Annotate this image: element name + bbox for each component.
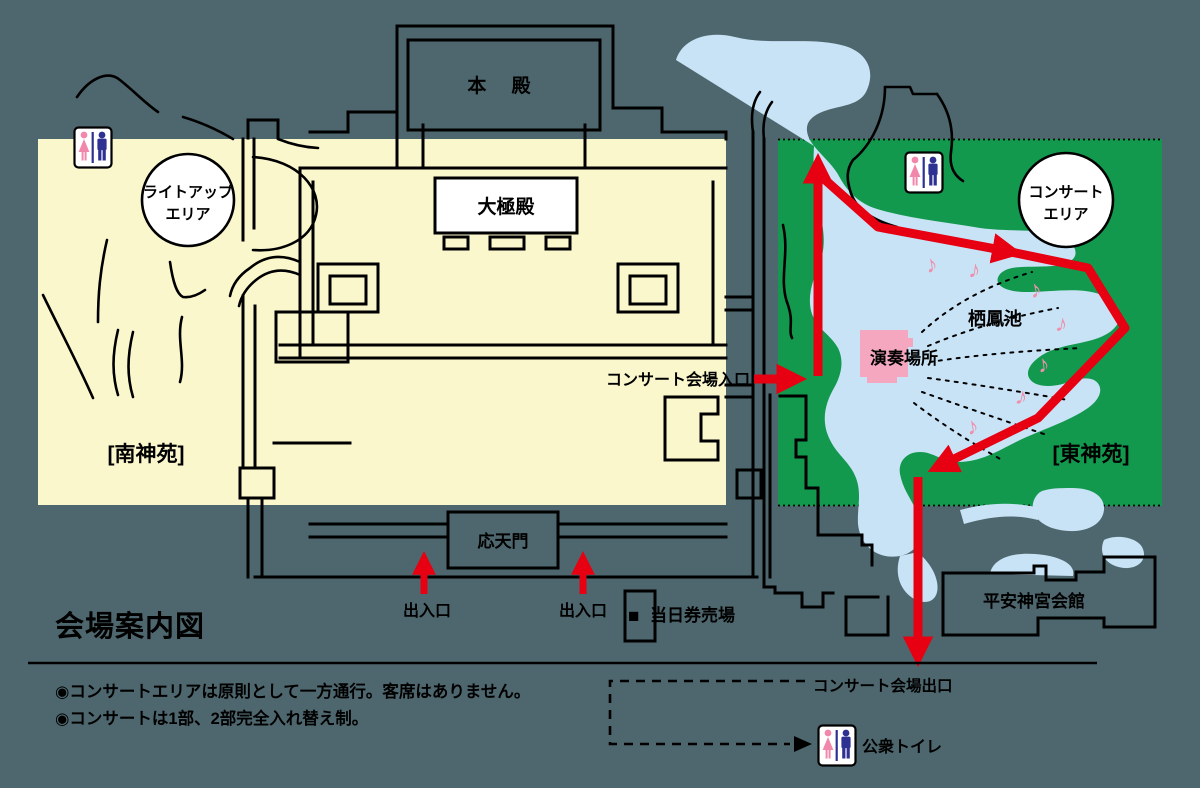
concert-route bbox=[412, 153, 1130, 667]
d-curve-path bbox=[251, 155, 319, 252]
kaikan-building-outline bbox=[941, 555, 1157, 637]
west-hall-building bbox=[274, 310, 350, 364]
street-small-building bbox=[735, 468, 763, 500]
pond-north-line bbox=[883, 85, 939, 96]
concert-area-label-1: コンサート bbox=[1028, 184, 1103, 201]
note-line-2: ◉コンサートは1部、2部完全入れ替え制。 bbox=[55, 708, 368, 728]
northwest-tree-curve-1 bbox=[75, 74, 160, 114]
toilet-icon-eastgarden bbox=[904, 151, 944, 194]
east-tower-inner bbox=[628, 274, 668, 306]
note-line-1: ◉コンサートエリアは原則として一方通行。客席はありません。 bbox=[55, 681, 530, 701]
ticket-office-building bbox=[623, 589, 657, 643]
garden-stream-4 bbox=[168, 260, 207, 299]
courtyard-south-walls bbox=[278, 343, 728, 360]
toilet-dashed-path bbox=[608, 679, 812, 752]
stage-label: 演奏場所 bbox=[870, 348, 938, 368]
northwest-tree-curve-2 bbox=[181, 115, 235, 141]
kaikan-label: 平安神宮会館 bbox=[983, 591, 1085, 611]
platform-1 bbox=[442, 235, 470, 251]
curved-double-path bbox=[228, 255, 302, 308]
honden-outer-wall bbox=[395, 24, 615, 170]
daigokuden-box bbox=[433, 176, 579, 235]
route-east-leg bbox=[927, 246, 1130, 473]
honden-corridor-stubs bbox=[421, 123, 587, 170]
lightup-area-label-2: エリア bbox=[165, 206, 210, 223]
music-note-icon: ♪ bbox=[964, 412, 981, 441]
west-tower-inner bbox=[328, 274, 368, 306]
concert-entrance-label: コンサート会場入口 bbox=[606, 370, 750, 389]
music-note-icon: ♪ bbox=[1036, 351, 1052, 379]
gate-label-right: 出入口 bbox=[559, 601, 607, 620]
otenmon-box bbox=[446, 510, 560, 570]
concert-area-circle bbox=[1017, 151, 1115, 249]
shrine-structures bbox=[41, 24, 1157, 643]
honden-east-steps bbox=[611, 106, 728, 141]
music-note-icon: ♪ bbox=[967, 256, 983, 284]
route-northeast-leg bbox=[811, 166, 1023, 264]
music-note-icon: ♪ bbox=[923, 250, 940, 279]
music-note-icon: ♪ bbox=[1053, 310, 1070, 339]
pond-label: 栖鳳池 bbox=[968, 308, 1022, 329]
east-stepped-path-3 bbox=[773, 591, 835, 609]
honden-west-steps bbox=[308, 110, 399, 134]
music-note-icon: ♪ bbox=[1027, 275, 1044, 304]
performance-stage-box bbox=[860, 330, 913, 383]
music-note-icon: ♪ bbox=[1013, 383, 1030, 412]
east-corner-building bbox=[663, 395, 720, 462]
toilet-icon-public bbox=[817, 724, 857, 767]
daigokuden-label: 大極殿 bbox=[477, 195, 535, 218]
music-notes: ♪ ♪ ♪ ♪ ♪ ♪ ♪ bbox=[923, 250, 1070, 441]
public-toilet-label: 公衆トイレ bbox=[862, 737, 942, 756]
east-tower-outer bbox=[616, 262, 680, 314]
ticket-office-label: 当日券売場 bbox=[650, 605, 735, 625]
lightup-area-circle bbox=[140, 152, 236, 248]
street-cross-ties bbox=[724, 295, 755, 399]
sound-fan-dashes bbox=[913, 271, 1083, 461]
otenmon-label: 応天門 bbox=[478, 531, 529, 551]
east-stepped-path-1 bbox=[778, 394, 874, 567]
lightup-area-label-1: ライトアップ bbox=[143, 184, 234, 201]
map-title: 会場案内図 bbox=[55, 609, 205, 643]
toilet-icon-southgarden bbox=[73, 126, 113, 169]
platform-3 bbox=[544, 235, 572, 251]
pond-northeast-curve bbox=[935, 92, 965, 183]
honden-box bbox=[406, 38, 602, 132]
pond-shape bbox=[676, 34, 1144, 602]
east-street-lines bbox=[751, 130, 777, 595]
garden-stream-2 bbox=[96, 238, 109, 324]
southwest-building bbox=[238, 466, 276, 500]
east-garden-label: [東神苑] bbox=[1053, 442, 1130, 466]
pond-west-tree-curve bbox=[781, 223, 794, 340]
gate-label-left: 出入口 bbox=[403, 601, 451, 620]
northwest-corridor bbox=[241, 137, 256, 242]
garden-stream-5 bbox=[178, 315, 184, 384]
south-corridor-walls bbox=[308, 522, 728, 539]
north-edge-curve bbox=[276, 137, 320, 150]
platform-2 bbox=[488, 235, 526, 251]
east-stepped-path-4 bbox=[844, 595, 890, 637]
north-edge-bump bbox=[246, 118, 280, 140]
toilet-path-arrowhead bbox=[794, 736, 812, 752]
garden-stream-3 bbox=[112, 328, 135, 399]
daigokuden-building bbox=[433, 176, 579, 251]
concert-area-label-2: エリア bbox=[1043, 206, 1088, 223]
south-garden-label: [南神苑] bbox=[108, 442, 185, 466]
concert-exit-label: コンサート会場出口 bbox=[813, 676, 953, 695]
garden-stream-1 bbox=[41, 293, 95, 400]
southwest-corridor bbox=[241, 294, 264, 579]
ticket-square-icon: ■ bbox=[628, 606, 639, 627]
honden-label: 本 殿 bbox=[467, 74, 540, 97]
east-street-top-curves bbox=[750, 90, 774, 141]
